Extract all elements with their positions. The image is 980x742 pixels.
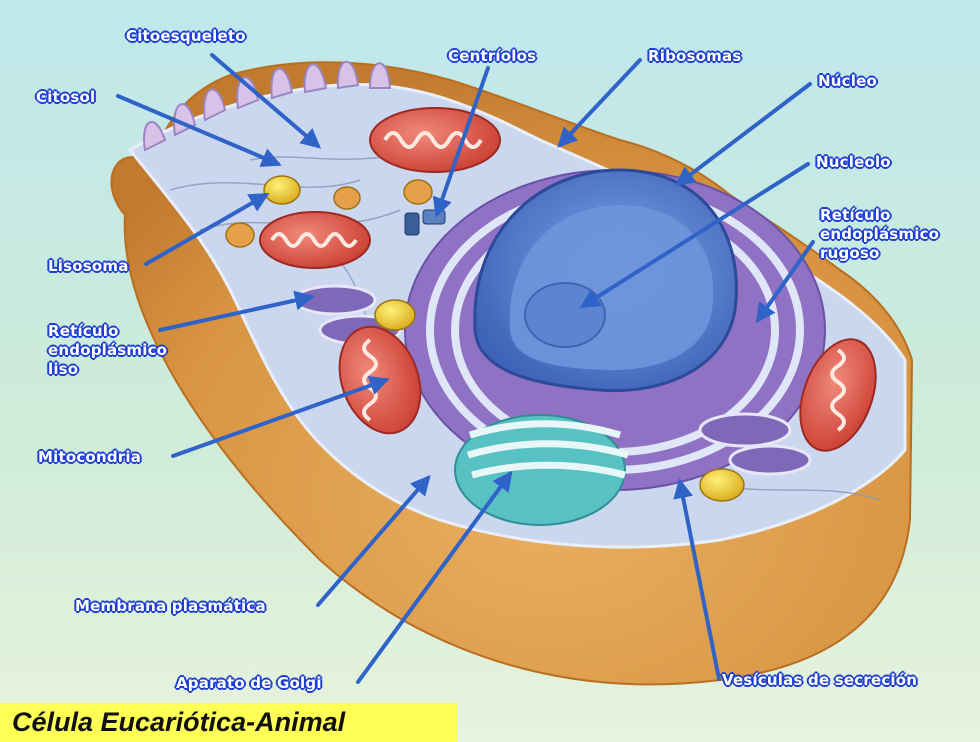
label-citoesqueleto: Citoesqueleto (126, 27, 246, 45)
label-reticulo-liso: Retículo endoplásmico liso (48, 322, 167, 379)
label-rer-line-1: Retículo (820, 206, 939, 225)
label-nucleolo: Nucleolo (816, 153, 891, 171)
label-aparato-golgi: Aparato de Golgi (176, 674, 322, 692)
label-membrana-plasmatica: Membrana plasmática (75, 597, 266, 615)
nucleolus (525, 283, 605, 347)
label-reticulo-rugoso: Retículo endoplásmico rugoso (820, 206, 939, 263)
golgi-apparatus (455, 415, 628, 525)
label-rel-line-1: Retículo (48, 322, 167, 341)
label-rel-line-3: liso (48, 360, 167, 379)
label-mitocondria: Mitocondria (38, 448, 141, 466)
caption-title: Célula Eucariótica-Animal (0, 703, 457, 742)
label-nucleo: Núcleo (818, 72, 877, 90)
label-rel-line-2: endoplásmico (48, 341, 167, 360)
label-rer-line-2: endoplásmico (820, 225, 939, 244)
label-vesiculas-secrecion: Vesículas de secreción (722, 671, 917, 689)
label-lisosoma: Lisosoma (48, 257, 129, 275)
label-ribosomas: Ribosomas (648, 47, 741, 65)
label-citosol: Citosol (36, 88, 95, 106)
label-centriolos: Centríolos (448, 47, 536, 65)
label-rer-line-3: rugoso (820, 244, 939, 263)
